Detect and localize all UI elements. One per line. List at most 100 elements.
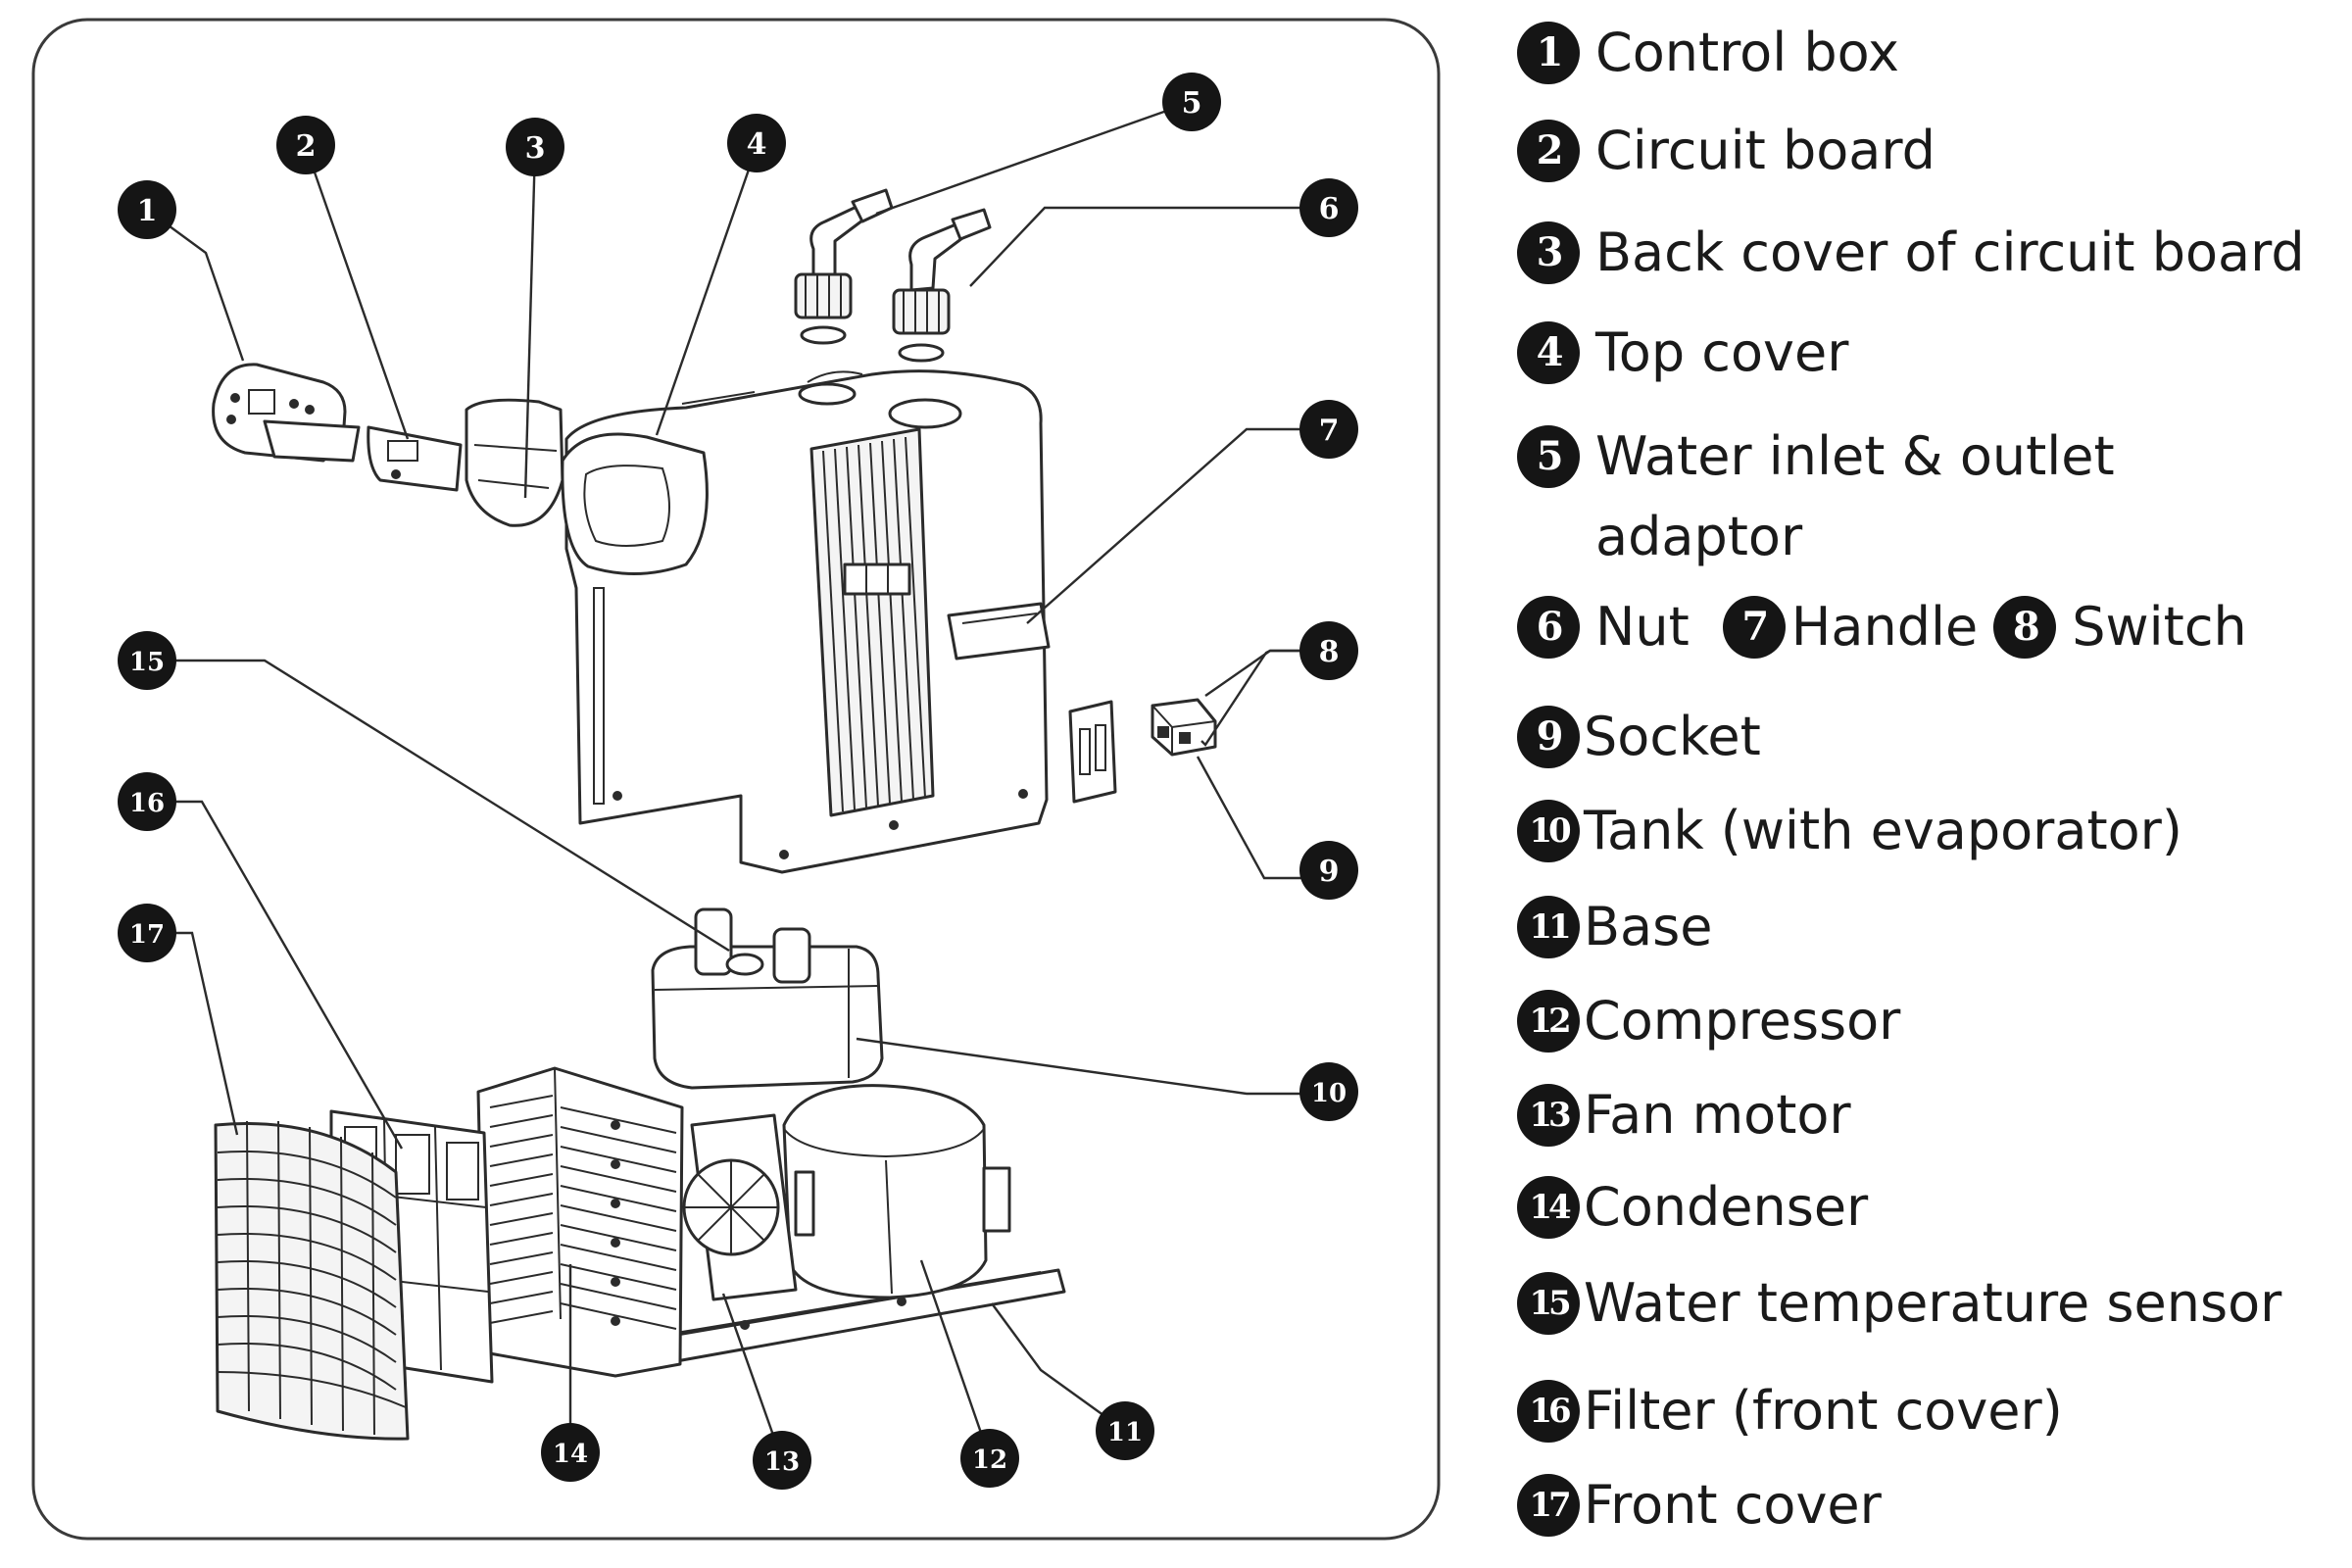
legend-label: Condenser <box>1584 1176 1869 1238</box>
svg-text:13: 13 <box>764 1447 800 1477</box>
legend-item-control-box: 1 Control box <box>1517 22 1899 84</box>
fan-motor-part <box>682 1113 815 1301</box>
svg-text:9: 9 <box>1319 855 1340 889</box>
legend-label: Nut <box>1595 596 1690 658</box>
legend-label: Circuit board <box>1595 120 1936 181</box>
legend-item-circuit-board: 2 Circuit board <box>1517 120 1936 182</box>
svg-text:16: 16 <box>129 789 165 818</box>
legend-badge: 3 <box>1517 221 1580 284</box>
switch-part <box>1151 698 1217 757</box>
legend-badge: 12 <box>1517 990 1580 1053</box>
legend-item-water-temperature-sensor: 15 Water temperature sensor <box>1517 1272 2281 1335</box>
legend-label: Compressor <box>1584 990 1901 1052</box>
legend-item-tank: 10 Tank (with evaporator) <box>1517 800 2182 862</box>
callout-6: 6 <box>1299 178 1358 237</box>
legend-item-back-cover: 3 Back cover of circuit board <box>1517 221 2305 284</box>
legend-item-base: 11 Base <box>1517 896 1713 958</box>
legend-label: Filter (front cover) <box>1584 1380 2063 1442</box>
callout-8: 8 <box>1299 621 1358 680</box>
svg-text:15: 15 <box>129 648 165 677</box>
callout-2: 2 <box>276 116 335 174</box>
svg-text:3: 3 <box>525 131 546 166</box>
exploded-diagram: 1 2 3 4 5 6 7 8 9 10 11 12 13 14 15 16 1… <box>31 18 1441 1541</box>
legend-label: Control box <box>1595 22 1899 83</box>
parts-legend: 1 Control box 2 Circuit board 3 Back cov… <box>1517 0 2352 1568</box>
callout-7: 7 <box>1299 400 1358 459</box>
callout-14: 14 <box>541 1423 600 1482</box>
legend-label: Fan motor <box>1584 1084 1851 1146</box>
legend-badge: 9 <box>1517 706 1580 768</box>
leader-lines <box>146 100 1329 1461</box>
callout-15: 15 <box>118 631 176 690</box>
vent-grille <box>809 427 935 817</box>
legend-badge: 13 <box>1517 1084 1580 1147</box>
water-adaptor-part <box>809 188 992 292</box>
legend-badge: 17 <box>1517 1474 1580 1537</box>
condenser-part <box>476 1066 684 1378</box>
callout-11: 11 <box>1096 1401 1154 1460</box>
exploded-view-drawing: 1 2 3 4 5 6 7 8 9 10 11 12 13 14 15 16 1… <box>31 18 1441 1541</box>
legend-label: Water temperature sensor <box>1584 1272 2282 1334</box>
legend-badge: 5 <box>1517 425 1580 488</box>
legend-label: Top cover <box>1595 321 1849 383</box>
front-cover-part <box>214 1120 410 1441</box>
legend-row-nut-handle-switch: 6 Nut 7 Handle 8 Switch <box>1517 596 2247 659</box>
legend-label: Water inlet & outlet adaptor <box>1595 425 2115 567</box>
socket-part <box>1068 700 1117 804</box>
legend-badge: 8 <box>1993 596 2057 659</box>
callout-13: 13 <box>753 1431 811 1490</box>
legend-label: Base <box>1584 896 1713 957</box>
svg-text:4: 4 <box>747 127 767 162</box>
legend-label: Tank (with evaporator) <box>1584 800 2182 861</box>
back-cover-circuit-board-part <box>465 398 564 527</box>
legend-item-condenser: 14 Condenser <box>1517 1176 1868 1239</box>
legend-label: Switch <box>2072 596 2247 658</box>
legend-label: Front cover <box>1584 1474 1882 1536</box>
legend-badge: 15 <box>1517 1272 1580 1335</box>
legend-badge: 1 <box>1517 22 1580 84</box>
legend-item-top-cover: 4 Top cover <box>1517 321 1848 384</box>
svg-text:5: 5 <box>1182 86 1202 121</box>
legend-label: Back cover of circuit board <box>1595 221 2305 283</box>
legend-item-filter: 16 Filter (front cover) <box>1517 1380 2063 1443</box>
callout-10: 10 <box>1299 1062 1358 1121</box>
legend-item-compressor: 12 Compressor <box>1517 990 1900 1053</box>
legend-badge: 14 <box>1517 1176 1580 1239</box>
callout-9: 9 <box>1299 841 1358 900</box>
legend-item-fan-motor: 13 Fan motor <box>1517 1084 1851 1147</box>
callout-17: 17 <box>118 904 176 962</box>
tank-part <box>651 907 884 1090</box>
legend-label: Handle <box>1790 596 1979 658</box>
legend-item-socket: 9 Socket <box>1517 706 1761 768</box>
legend-badge: 11 <box>1517 896 1580 958</box>
handle-part <box>947 602 1051 661</box>
callout-3: 3 <box>506 118 564 176</box>
circuit-board-part <box>367 425 463 492</box>
svg-text:2: 2 <box>296 129 317 164</box>
legend-badge: 4 <box>1517 321 1580 384</box>
svg-text:6: 6 <box>1319 192 1340 226</box>
svg-text:12: 12 <box>972 1446 1007 1475</box>
svg-text:17: 17 <box>129 920 165 950</box>
svg-text:7: 7 <box>1319 414 1340 448</box>
svg-text:1: 1 <box>137 194 158 228</box>
legend-badge: 6 <box>1517 596 1580 659</box>
callout-12: 12 <box>960 1429 1019 1488</box>
legend-badge: 7 <box>1722 596 1786 659</box>
legend-item-front-cover: 17 Front cover <box>1517 1474 1882 1537</box>
legend-label: Socket <box>1584 706 1761 767</box>
legend-badge: 2 <box>1517 120 1580 182</box>
svg-text:10: 10 <box>1311 1079 1347 1108</box>
legend-badge: 16 <box>1517 1380 1580 1443</box>
callout-4: 4 <box>727 114 786 172</box>
callout-5: 5 <box>1162 73 1221 131</box>
compressor-part <box>782 1084 1011 1299</box>
svg-text:14: 14 <box>553 1440 588 1469</box>
svg-text:11: 11 <box>1107 1418 1143 1447</box>
legend-badge: 10 <box>1517 800 1580 862</box>
legend-item-water-adaptor: 5 Water inlet & outlet adaptor <box>1517 425 2281 577</box>
svg-text:8: 8 <box>1319 635 1340 669</box>
callout-16: 16 <box>118 772 176 831</box>
nut-part <box>794 272 951 363</box>
control-box-part <box>212 363 361 463</box>
